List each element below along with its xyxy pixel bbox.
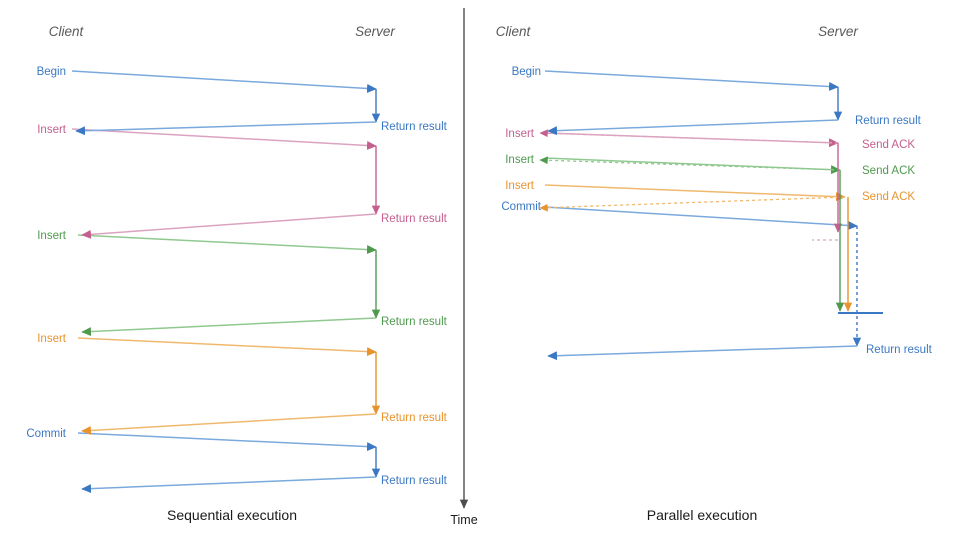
- request-arrow-insert3-request: [544, 184, 846, 202]
- response-arrow-insert1-response: [81, 213, 377, 239]
- time-axis-label: Time: [450, 513, 477, 527]
- request-arrow-commit-request: [544, 206, 858, 230]
- client-message-label: Begin: [37, 66, 66, 78]
- request-arrow-commit-request: [77, 432, 377, 452]
- request-arrow-begin-request: [71, 70, 377, 93]
- lane-header-client: Client: [496, 24, 532, 39]
- lane-header-client: Client: [49, 24, 85, 39]
- time-axis-layer: Time: [450, 8, 478, 527]
- ack-arrow-insert1-ack: [539, 129, 839, 144]
- ack-arrow-insert3-ack: [539, 196, 846, 212]
- request-arrow-insert2-request: [77, 234, 377, 255]
- panel-caption-sequential: Sequential execution: [167, 507, 297, 523]
- server-message-label: Send ACK: [862, 139, 915, 151]
- server-message-label: Return result: [381, 213, 448, 225]
- response-arrow-insert2-response: [81, 317, 377, 337]
- request-arrow-begin-request: [544, 70, 839, 92]
- client-message-label: Insert: [37, 333, 67, 345]
- client-message-label: Begin: [512, 66, 541, 78]
- server-message-label: Return result: [866, 344, 933, 356]
- request-arrow-insert1-request: [71, 128, 377, 150]
- server-message-label: Return result: [381, 475, 448, 487]
- lane-header-server: Server: [355, 24, 395, 39]
- server-message-label: Return result: [855, 115, 922, 127]
- request-arrow-insert3-request: [77, 337, 377, 357]
- client-message-label: Commit: [501, 201, 541, 213]
- server-message-label: Return result: [381, 412, 448, 424]
- response-arrow-begin-response: [547, 119, 839, 136]
- panel-caption-parallel: Parallel execution: [647, 507, 758, 523]
- server-message-label: Send ACK: [862, 191, 915, 203]
- response-arrow-begin-response: [75, 121, 377, 136]
- client-message-label: Commit: [26, 428, 66, 440]
- client-message-label: Insert: [37, 230, 67, 242]
- client-message-label: Insert: [505, 154, 535, 166]
- lane-header-server: Server: [818, 24, 858, 39]
- client-message-label: Insert: [505, 128, 535, 140]
- server-message-label: Return result: [381, 121, 448, 133]
- client-message-label: Insert: [37, 124, 67, 136]
- response-arrow-commit-response: [81, 476, 377, 494]
- response-arrow-insert3-response: [81, 413, 377, 435]
- server-message-label: Return result: [381, 316, 448, 328]
- ack-arrow-insert2-ack: [539, 156, 841, 171]
- client-message-label: Insert: [505, 180, 535, 192]
- response-arrow-commit-response: [547, 345, 858, 361]
- server-message-label: Send ACK: [862, 165, 915, 177]
